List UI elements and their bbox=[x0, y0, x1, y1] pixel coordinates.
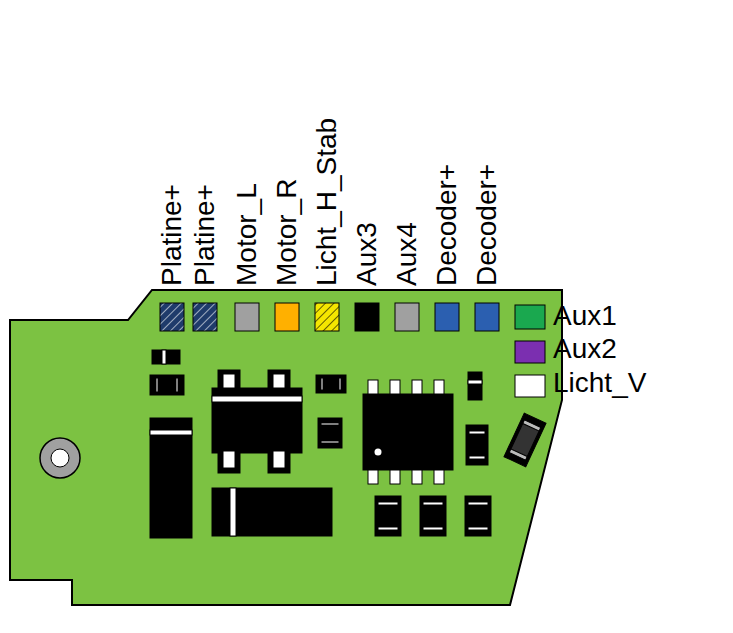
pad-label: Aux4 bbox=[391, 222, 423, 286]
pad-label: Licht_H_Stab bbox=[311, 118, 343, 286]
pad-label: Aux1 bbox=[553, 300, 617, 332]
pad-label: Motor_L bbox=[231, 183, 263, 286]
pad-label: Licht_V bbox=[553, 367, 646, 399]
mounting-hole bbox=[40, 438, 80, 478]
pad-label: Decoder+ bbox=[431, 164, 463, 286]
solder-pads bbox=[160, 303, 545, 397]
components bbox=[150, 350, 546, 538]
pad-label: Motor_R bbox=[271, 179, 303, 286]
pad-label: Aux3 bbox=[351, 222, 383, 286]
pad-label: Platine+ bbox=[189, 184, 221, 286]
pad-label: Decoder+ bbox=[471, 164, 503, 286]
pcb-board bbox=[10, 290, 562, 605]
pad-label: Platine+ bbox=[156, 184, 188, 286]
pad-label: Aux2 bbox=[553, 333, 617, 365]
